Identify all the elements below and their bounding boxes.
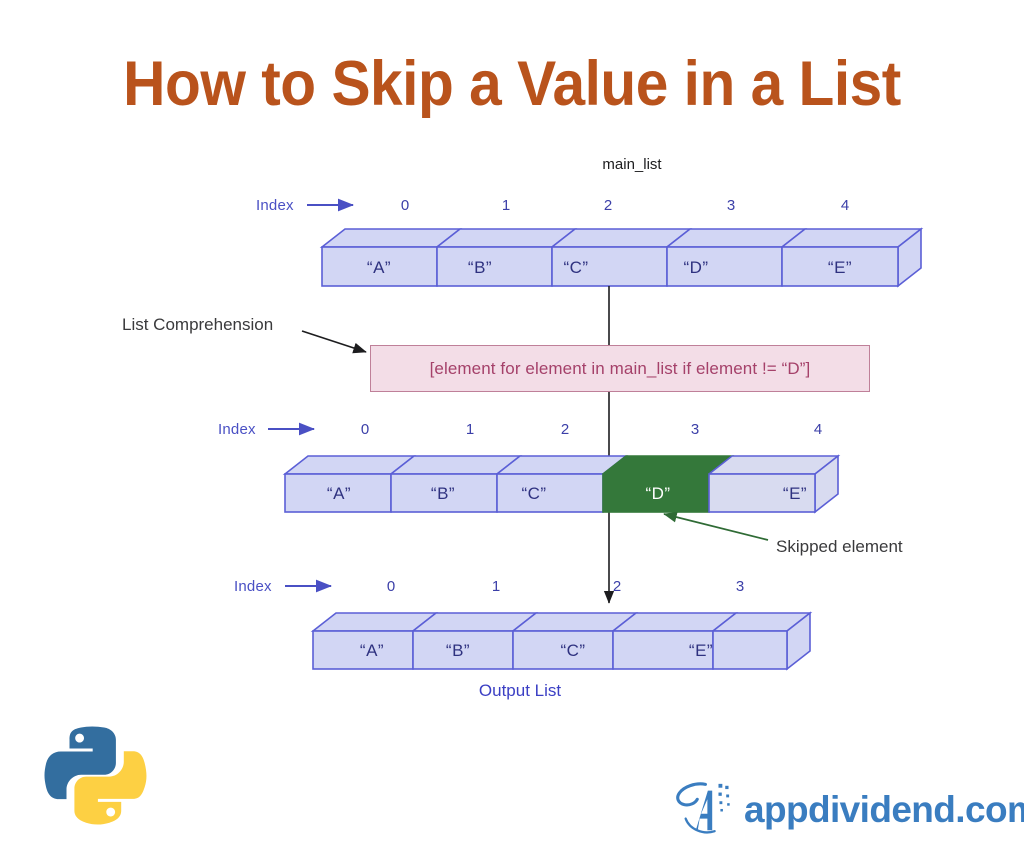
logo-letter-a-counter [701, 799, 708, 814]
output-list-cell-2: “C” [560, 641, 586, 660]
index-value-row1-1: 1 [501, 197, 511, 214]
index-value-row3-2: 2 [612, 578, 622, 595]
list-comprehension-box [370, 345, 870, 392]
output-list-cell-1: “B” [445, 641, 471, 660]
index-value-row1-3: 3 [726, 197, 736, 214]
list-comprehension-annotation: List Comprehension [122, 315, 274, 334]
index-value-row1-0: 0 [400, 197, 410, 214]
index-value-row3-0: 0 [386, 578, 396, 595]
python-blue-coil [44, 726, 116, 800]
logo-arc [684, 817, 716, 834]
index-label-row2: Index [218, 421, 256, 438]
filtered-list-cell-1: “B” [430, 484, 456, 503]
main-list-boxes [319, 227, 924, 288]
output-list-title: Output List [478, 681, 562, 700]
page-title: How to Skip a Value in a List [123, 49, 901, 119]
output-list-boxes [310, 611, 813, 671]
filtered-list-cell-3-skipped: “D” [645, 484, 671, 503]
index-value-row2-2: 2 [560, 421, 570, 438]
index-label-row1: Index [256, 197, 294, 214]
index-value-row1-2: 2 [603, 197, 613, 214]
main-list-cell-0: “A” [366, 258, 392, 277]
index-value-row2-0: 0 [360, 421, 370, 438]
index-value-row1-4: 4 [840, 197, 850, 214]
filtered-list-cell-4: “E” [782, 484, 808, 503]
main-list-title: main_list [602, 156, 662, 173]
skipped-element-annotation: Skipped element [776, 537, 903, 556]
output-list-cell-3: “E” [688, 641, 714, 660]
index-value-row2-4: 4 [813, 421, 823, 438]
main-list-cell-3: “D” [683, 258, 709, 277]
appdividend-wordmark: appdividend.com [744, 789, 1024, 830]
python-logo [44, 726, 147, 825]
filtered-list-cell-2: “C” [521, 484, 547, 503]
filtered-list-cell-0: “A” [326, 484, 352, 503]
leader-skipped-element [663, 511, 769, 541]
index-value-row3-1: 1 [491, 578, 501, 595]
output-list-cell-0: “A” [359, 641, 385, 660]
leader-list-comprehension [301, 330, 367, 354]
index-value-row2-1: 1 [465, 421, 475, 438]
main-list-cell-1: “B” [467, 258, 493, 277]
logo-dots [718, 783, 730, 812]
index-value-row2-3: 3 [690, 421, 700, 438]
python-yellow-coil [74, 751, 147, 825]
main-list-cell-2: “C” [563, 258, 589, 277]
skipped-cell-front [602, 473, 710, 513]
main-list-cell-4: “E” [827, 258, 853, 277]
index-label-row3: Index [234, 578, 272, 595]
filtered-list-boxes [282, 454, 841, 514]
index-value-row3-3: 3 [735, 578, 745, 595]
list-comprehension-expression: [element for element in main_list if ele… [429, 359, 811, 378]
logo-swoosh [676, 782, 707, 807]
appdividend-logo-mark [676, 782, 730, 834]
